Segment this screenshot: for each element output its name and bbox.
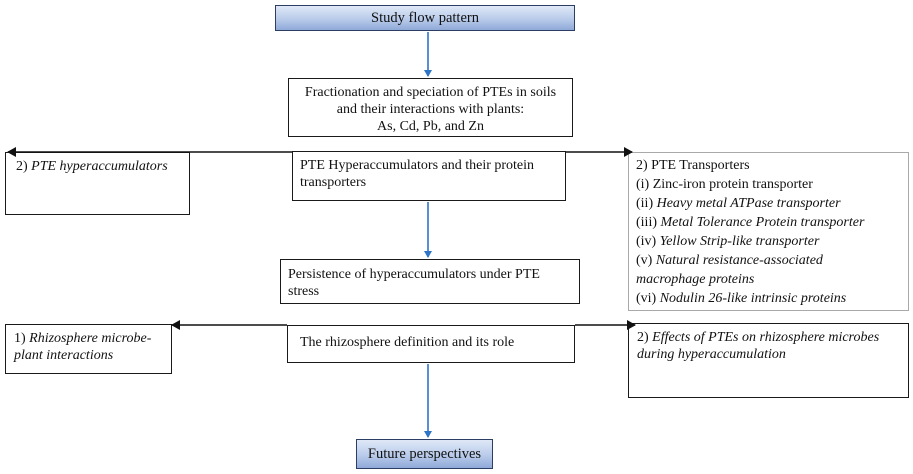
future-perspectives-label: Future perspectives [367,446,482,462]
persistence-line-1: Persistence of hyperaccumulators under P… [288,267,540,282]
transporter-item-5-cont: macrophage proteins [636,270,908,289]
transporter-item-2-num: (ii) [636,196,657,211]
transporters-title: 2) PTE Transporters [636,158,750,173]
fractionation-line-2: and their interactions with plants: [336,102,525,117]
transporter-item-1: (i) Zinc-iron protein transporter [636,175,908,194]
study-flow-box: Study flow pattern [275,5,575,31]
left-hyperaccumulators-number: 2) [16,159,32,174]
left-hyperaccumulators-box: 2) PTE hyperaccumulators [5,152,190,215]
rhizo-interactions-box: 1) Rhizosphere microbe- plant interactio… [5,324,172,374]
hyperaccumulators-line-2: transporters [300,175,367,190]
hyperaccumulators-transporters-box: PTE Hyperaccumulators and their protein … [292,151,566,201]
study-flow-label: Study flow pattern [371,10,479,26]
transporter-item-4: (iv) Yellow Strip-like transporter [636,232,908,251]
transporter-item-5-num: (v) [636,253,656,268]
rhizo-effects-line-1: 2) Effects of PTEs on rhizosphere microb… [637,329,908,346]
transporter-item-5-text: Natural resistance-associated [655,253,823,268]
rhizo-effects-number: 2) [637,330,653,345]
rhizo-interactions-text-1: Rhizosphere microbe- [29,331,152,346]
transporter-item-6-text: Nodulin 26-like intrinsic proteins [659,291,847,306]
fractionation-box: Fractionation and speciation of PTEs in … [288,78,573,137]
transporter-item-4-num: (iv) [636,234,660,249]
left-hyperaccumulators-label: PTE hyperaccumulators [31,159,168,174]
transporter-item-5-cont-text: macrophage proteins [636,272,755,287]
transporter-item-6-num: (vi) [636,291,660,306]
rhizo-interactions-line-1: 1) Rhizosphere microbe- [14,330,171,347]
transporter-item-1-text: Zinc-iron protein transporter [652,177,813,192]
rhizosphere-box: The rhizosphere definition and its role [287,325,575,363]
transporter-item-6: (vi) Nodulin 26-like intrinsic proteins [636,289,908,308]
persistence-line-2: stress [288,284,320,299]
fractionation-line-3: As, Cd, Pb, and Zn [377,119,484,134]
rhizo-effects-line-2: during hyperaccumulation [637,347,786,362]
rhizo-interactions-line-2: plant interactions [14,348,114,363]
rhizo-effects-box: 2) Effects of PTEs on rhizosphere microb… [628,323,909,398]
transporter-item-3-text: Metal Tolerance Protein transporter [660,215,865,230]
persistence-box: Persistence of hyperaccumulators under P… [280,259,580,304]
transporter-item-2-text: Heavy metal ATPase transporter [656,196,841,211]
transporter-item-3-num: (iii) [636,215,661,230]
transporter-item-1-num: (i) [636,177,653,192]
rhizosphere-label: The rhizosphere definition and its role [300,335,515,350]
left-hyperaccumulators-text: 2) PTE hyperaccumulators [16,158,189,175]
fractionation-line-1: Fractionation and speciation of PTEs in … [304,85,557,100]
hyperaccumulators-line-1: PTE Hyperaccumulators and their protein [300,158,535,173]
transporters-list: (i) Zinc-iron protein transporter (ii) H… [636,175,908,308]
transporter-item-3: (iii) Metal Tolerance Protein transporte… [636,213,908,232]
future-perspectives-box: Future perspectives [356,439,493,469]
rhizo-interactions-number: 1) [14,331,30,346]
transporter-item-2: (ii) Heavy metal ATPase transporter [636,194,908,213]
transporter-item-5: (v) Natural resistance-associated [636,251,908,270]
rhizo-effects-text-1: Effects of PTEs on rhizosphere microbes [652,330,880,345]
transporters-box: 2) PTE Transporters (i) Zinc-iron protei… [628,152,909,311]
transporter-item-4-text: Yellow Strip-like transporter [659,234,820,249]
